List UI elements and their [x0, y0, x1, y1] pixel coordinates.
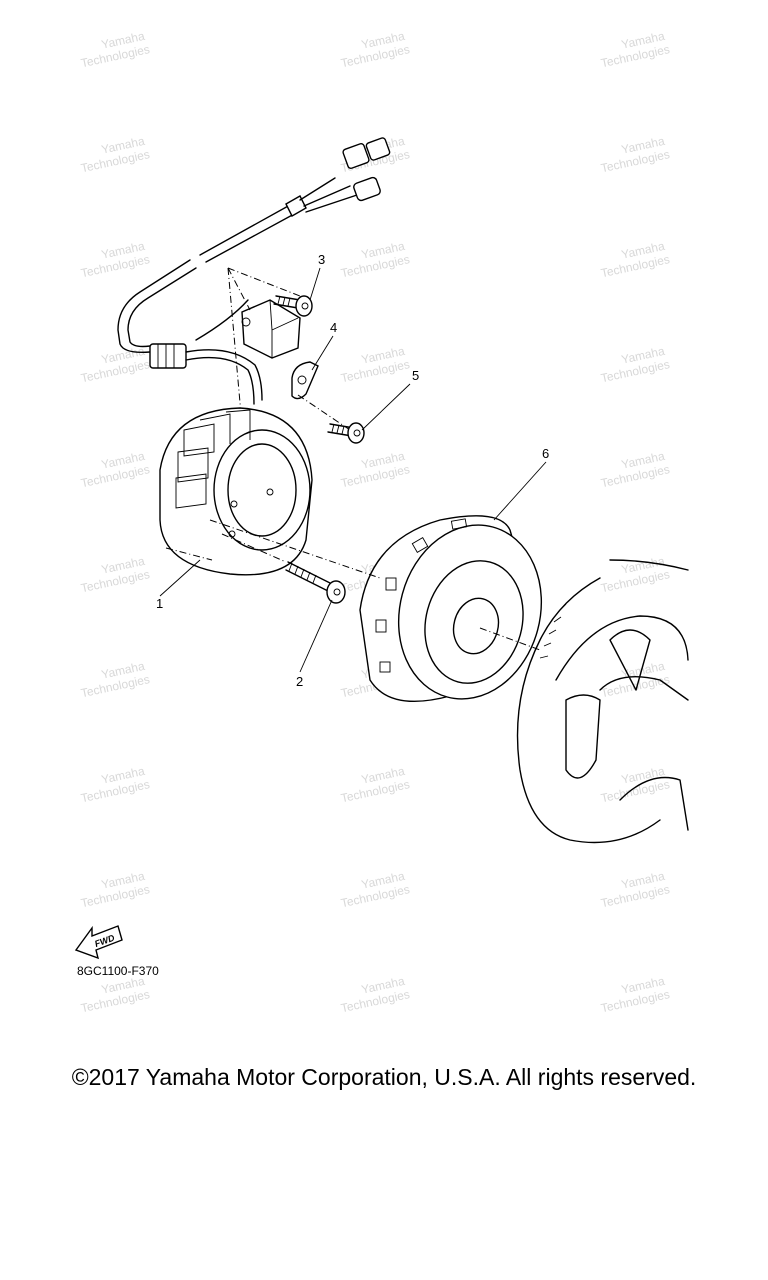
callout-5: 5: [412, 368, 419, 383]
bolt-2: [221, 533, 346, 604]
flywheel: [516, 559, 689, 844]
callout-1: 1: [156, 596, 163, 611]
rotor: [209, 515, 543, 702]
wire-harness: [117, 137, 391, 405]
callout-3: 3: [318, 252, 325, 267]
callout-2: 2: [296, 674, 303, 689]
bolt-3: [273, 295, 313, 317]
bolt-5: [297, 394, 365, 444]
part-code: 8GC1100-F370: [77, 964, 159, 978]
clamp-4: [291, 361, 319, 400]
stator: [159, 407, 313, 576]
fwd-arrow-icon: FWD: [74, 925, 123, 960]
callout-6: 6: [542, 446, 549, 461]
callout-4: 4: [330, 320, 337, 335]
leader-lines: [159, 267, 547, 673]
copyright-notice: ©2017 Yamaha Motor Corporation, U.S.A. A…: [71, 1064, 697, 1090]
